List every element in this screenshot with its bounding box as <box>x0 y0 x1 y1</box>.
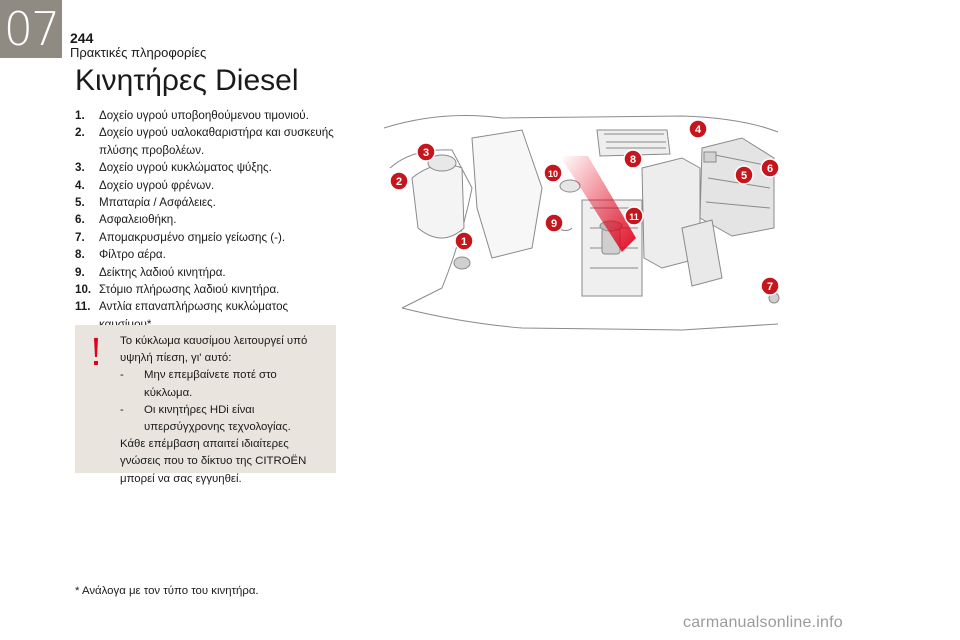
legend-text: Δοχείο υγρού κυκλώματος ψύξης. <box>99 161 272 175</box>
warning-intro: Το κύκλωμα καυσίμου λειτουργεί υπό υψηλή… <box>120 335 308 365</box>
warning-bullet: - Μην επεμβαίνετε ποτέ στο κύκλωμα. <box>120 367 326 401</box>
legend-number: 7. <box>75 230 85 244</box>
legend-text: Στόμιο πλήρωσης λαδιού κινητήρα. <box>99 283 280 297</box>
legend-number: 4. <box>75 178 85 192</box>
callout-2: 2 <box>389 171 409 191</box>
legend-number: 5. <box>75 196 85 210</box>
warning-outro: Κάθε επέμβαση απαιτεί ιδιαίτερες γνώσεις… <box>120 438 307 485</box>
callout-9: 9 <box>544 213 564 233</box>
callout-label: 1 <box>461 236 467 248</box>
callout-4: 4 <box>688 119 708 139</box>
bullet-dash: - <box>120 369 124 382</box>
section-name: Πρακτικές πληροφορίες <box>70 45 207 60</box>
legend-item: 8. Φίλτρο αέρα. <box>75 246 345 263</box>
callout-label: 7 <box>767 281 773 293</box>
legend-item: 3. Δοχείο υγρού κυκλώματος ψύξης. <box>75 159 345 176</box>
callout-label: 10 <box>548 169 558 179</box>
legend-text: Μπαταρία / Ασφάλειες. <box>99 196 216 210</box>
legend-item: 6. Ασφαλειοθήκη. <box>75 211 345 228</box>
legend-number: 1. <box>75 109 85 122</box>
callout-5: 5 <box>734 165 754 185</box>
legend-number: 2. <box>75 126 85 140</box>
callout-3: 3 <box>416 142 436 162</box>
legend-item: 10. Στόμιο πλήρωσης λαδιού κινητήρα. <box>75 281 345 298</box>
callout-label: 4 <box>695 124 702 136</box>
legend-number: 3. <box>75 161 85 175</box>
callout-label: 5 <box>741 170 747 182</box>
callout-10: 10 <box>543 163 563 183</box>
legend-number: 8. <box>75 248 85 262</box>
legend-text: Δοχείο υγρού φρένων. <box>99 178 215 192</box>
legend-list: 1.Δοχείο υγρού υποβοηθούμενου τιμονιού. … <box>75 107 345 333</box>
legend-number: 9. <box>75 265 85 279</box>
bullet-dash: - <box>120 403 124 416</box>
page-title: Κινητήρες Diesel <box>75 64 299 97</box>
engine-bay-illustration: 1 2 3 4 5 6 7 8 9 10 11 <box>382 108 782 340</box>
callout-group: 1 2 3 4 5 6 7 8 9 10 11 <box>389 119 780 296</box>
legend-text: Ασφαλειοθήκη. <box>99 213 177 227</box>
legend-item: 1. Δοχείο υγρού υποβοηθούμενου τιμονιού. <box>75 107 345 124</box>
legend-text: Δοχείο υγρού υαλοκαθαριστήρα και συσκευή… <box>99 126 334 157</box>
warning-bullet: - Οι κινητήρες HDi είναι υπερσύγχρονης τε… <box>120 402 326 436</box>
legend-number: 10. <box>75 283 92 297</box>
watermark: carmanualsonline.info <box>683 614 843 631</box>
callout-label: 2 <box>396 176 402 188</box>
legend-item: 2. Δοχείο υγρού υαλοκαθαριστήρα και συσκε… <box>75 124 345 159</box>
callout-label: 8 <box>630 154 636 166</box>
warning-box: Το κύκλωμα καυσίμου λειτουργεί υπό υψηλή… <box>75 325 336 485</box>
callout-label: 9 <box>551 218 557 230</box>
legend-text: Φίλτρο αέρα. <box>99 248 166 262</box>
legend-number: 11. <box>75 300 91 314</box>
footnote: * Ανάλογα με τον τύπο του κινητήρα. <box>75 585 259 597</box>
legend-item: 5. Μπαταρία / Ασφάλειες. <box>75 194 345 211</box>
bullet-text: Μην επεμβαίνετε ποτέ στο κύκλωμα. <box>144 369 277 399</box>
callout-label: 3 <box>423 147 429 159</box>
legend-item: 9. Δείκτης λαδιού κινητήρα. <box>75 264 345 281</box>
callout-11: 11 <box>624 206 644 226</box>
exclamation-icon <box>94 338 98 365</box>
page-number: 244 <box>70 30 94 46</box>
bullet-text: Οι κινητήρες HDi είναι υπερσύγχρονης τεχ… <box>144 403 291 434</box>
callout-6: 6 <box>760 158 780 178</box>
legend-item: 4. Δοχείο υγρού φρένων. <box>75 177 345 194</box>
legend-item: 7. Απομακρυσμένο σημείο γείωσης (-). <box>75 229 345 246</box>
callout-label: 6 <box>767 163 773 175</box>
callout-7: 7 <box>760 276 780 296</box>
callout-1: 1 <box>454 231 474 251</box>
callout-8: 8 <box>623 149 643 169</box>
callout-label: 11 <box>629 212 639 222</box>
legend-text: Δοχείο υγρού υποβοηθούμενου τιμονιού. <box>99 109 309 122</box>
legend-number: 6. <box>75 213 85 227</box>
chapter-tab: 07 <box>0 0 62 58</box>
legend-text: Απομακρυσμένο σημείο γείωσης (-). <box>99 230 286 244</box>
legend-text: Δείκτης λαδιού κινητήρα. <box>99 265 226 279</box>
